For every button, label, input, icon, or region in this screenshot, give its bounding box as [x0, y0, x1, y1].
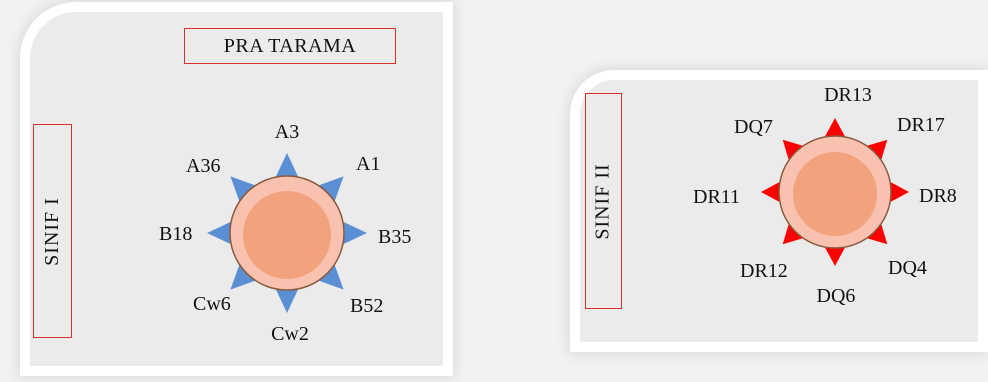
class1-label-right: B35: [378, 226, 411, 248]
class1-label-top-left: A36: [186, 155, 220, 177]
class1-side-label-box: SINIF I: [33, 124, 72, 338]
class2-label-bottom-right: DQ4: [888, 257, 927, 279]
class1-label-bottom-left: Cw6: [193, 293, 231, 315]
class1-label-top: A3: [275, 121, 299, 143]
class2-side-label-box: SINIF II: [585, 93, 622, 309]
class2-label-bottom: DQ6: [817, 285, 856, 307]
class2-star: [761, 118, 909, 266]
class2-label-bottom-left: DR12: [740, 260, 788, 282]
class2-panel: [580, 80, 978, 342]
class2-label-top-left: DQ7: [734, 116, 773, 138]
class2-label-left: DR11: [693, 186, 740, 208]
class2-label-right: DR8: [919, 185, 957, 207]
class1-label-left: B18: [159, 223, 192, 245]
class2-label-top: DR13: [824, 84, 872, 106]
class1-label-bottom: Cw2: [271, 323, 309, 345]
class2-core-inner: [793, 152, 877, 236]
class1-label-top-right: A1: [356, 153, 380, 175]
class1-star: [207, 153, 367, 313]
class1-core-inner: [243, 191, 331, 279]
class2-label-top-right: DR17: [897, 114, 945, 136]
class1-label-bottom-right: B52: [350, 295, 383, 317]
pre-screening-title: PRA TARAMA: [184, 28, 396, 64]
